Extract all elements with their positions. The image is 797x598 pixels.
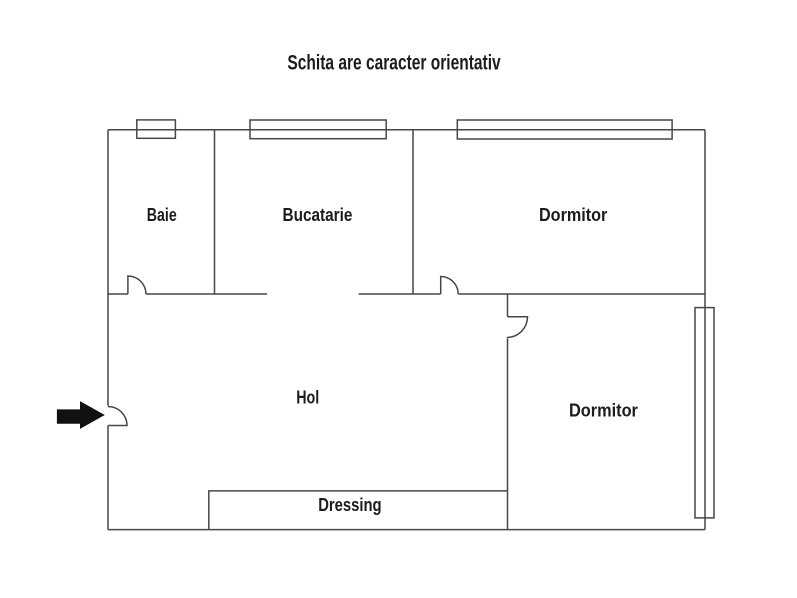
svg-text:Dressing: Dressing <box>318 494 381 515</box>
svg-text:Schita are caracter orientativ: Schita are caracter orientativ <box>287 51 501 74</box>
svg-text:Hol: Hol <box>296 386 319 407</box>
svg-text:Bucatarie: Bucatarie <box>283 204 353 225</box>
svg-text:Baie: Baie <box>147 204 177 225</box>
svg-text:Dormitor: Dormitor <box>569 400 638 421</box>
svg-text:Dormitor: Dormitor <box>539 204 607 225</box>
